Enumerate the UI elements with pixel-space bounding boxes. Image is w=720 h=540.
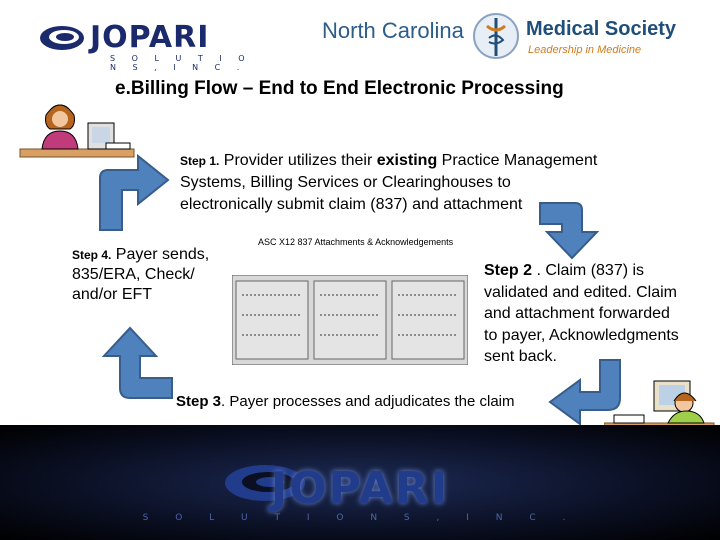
provider-illustration	[19, 104, 135, 158]
ncms-logo-left: North Carolina	[322, 18, 464, 43]
footer-band: JOPARI S O L U T I O N S , I N C .	[0, 425, 720, 540]
step-1-text-b: Practice Management Systems, Billing Ser…	[180, 152, 598, 213]
step-3: Step 3. Payer processes and adjudicates …	[176, 393, 556, 410]
footer-logo-tagline: S O L U T I O N S , I N C .	[142, 513, 578, 523]
jopari-logo: JOPARI S O L U T I O N S , I N C .	[38, 18, 263, 72]
footer-logo-name: JOPARI	[270, 463, 450, 514]
jopari-logo-tagline: S O L U T I O N S , I N C .	[110, 54, 252, 72]
step-2: Step 2 . Claim (837) is validated and ed…	[484, 260, 684, 368]
ncms-logo: North Carolina Medical Society Leadershi…	[322, 8, 702, 66]
ncms-logo-tagline: Leadership in Medicine	[528, 44, 642, 56]
step-1: Step 1. Provider utilizes their existing…	[180, 150, 600, 216]
step-4-label: Step 4.	[72, 248, 112, 262]
step-4-text: Payer sends, 835/ERA, Check/ and/or EFT	[72, 246, 210, 303]
step-2-label: Step 2	[484, 262, 533, 279]
asc-x12-label: ASC X12 837 Attachments & Acknowledgemen…	[258, 237, 454, 247]
step-3-label: Step 3	[176, 393, 222, 410]
ncms-logo-right: Medical Society	[526, 18, 677, 40]
step-3-text: . Payer processes and adjudicates the cl…	[221, 393, 515, 410]
arrow-step4	[101, 326, 173, 399]
jopari-logo-name: JOPARI	[90, 20, 210, 55]
arrow-step1	[99, 153, 170, 231]
step-2-text: . Claim (837) is validated and edited. C…	[484, 262, 679, 365]
footer-swoosh-icon	[225, 465, 305, 501]
step-4: Step 4. Payer sends, 835/ERA, Check/ and…	[72, 245, 242, 305]
step-1-bold: existing	[376, 152, 438, 169]
jopari-swoosh-icon	[40, 26, 84, 50]
page-title: e.Billing Flow – End to End Electronic P…	[115, 78, 564, 99]
step-1-label: Step 1.	[180, 154, 220, 168]
server-rack-illustration	[232, 275, 468, 365]
caduceus-seal-icon	[473, 13, 519, 59]
step-1-text-a: Provider utilizes their	[219, 152, 377, 169]
